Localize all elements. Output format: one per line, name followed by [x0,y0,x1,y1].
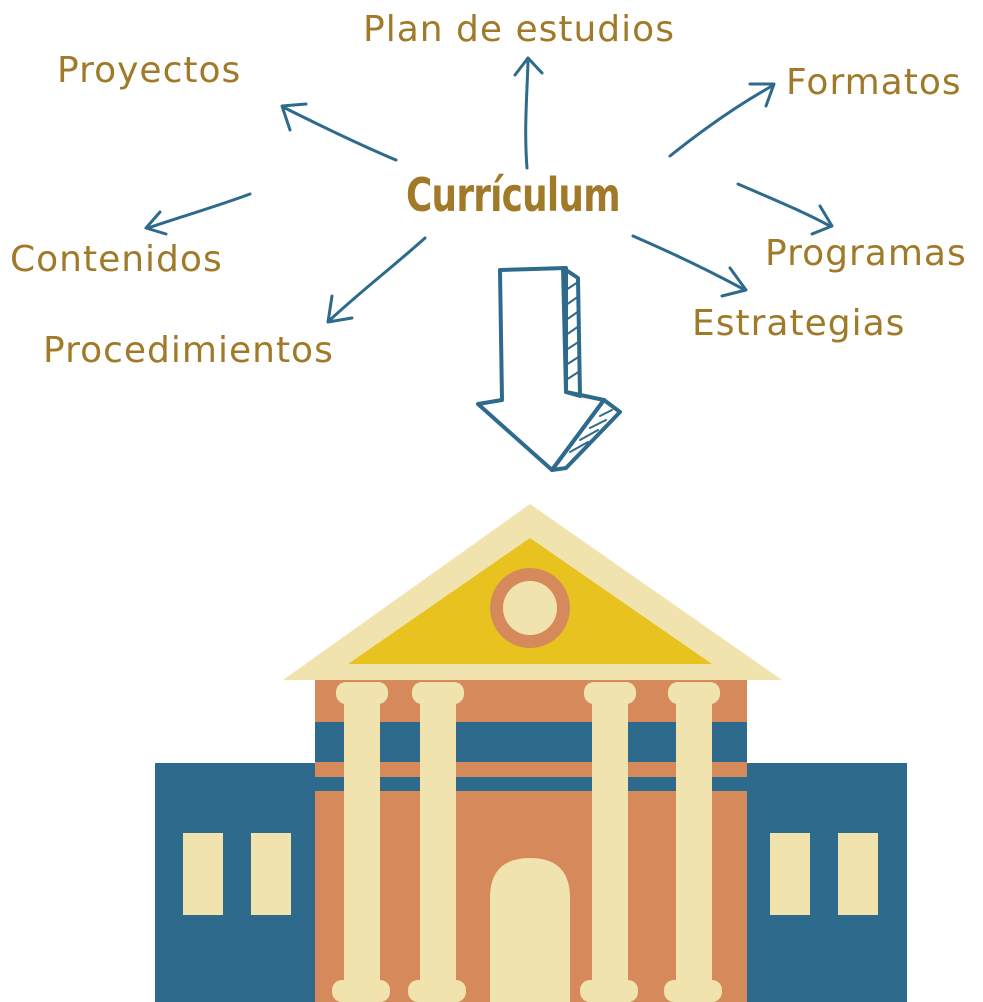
term-contenidos: Contenidos [10,239,223,280]
term-proyectos: Proyectos [57,50,242,91]
down-arrow-icon [476,266,622,472]
center-title: Currículum [406,168,621,222]
term-plan-de-estudios: Plan de estudios [363,9,675,50]
arrow-to-contenidos [144,192,252,236]
term-procedimientos: Procedimientos [43,330,334,371]
arrow-to-programas [736,182,834,236]
term-formatos: Formatos [786,62,962,103]
term-estrategias: Estrategias [692,303,906,344]
arrow-to-proyectos [280,102,398,162]
arrow-to-procedimientos [326,236,427,324]
arrow-to-formatos [668,82,776,158]
school-building-icon [155,504,907,1002]
arrow-to-plan [513,56,544,170]
term-programas: Programas [765,233,967,274]
arrow-to-estrategias [631,234,748,298]
